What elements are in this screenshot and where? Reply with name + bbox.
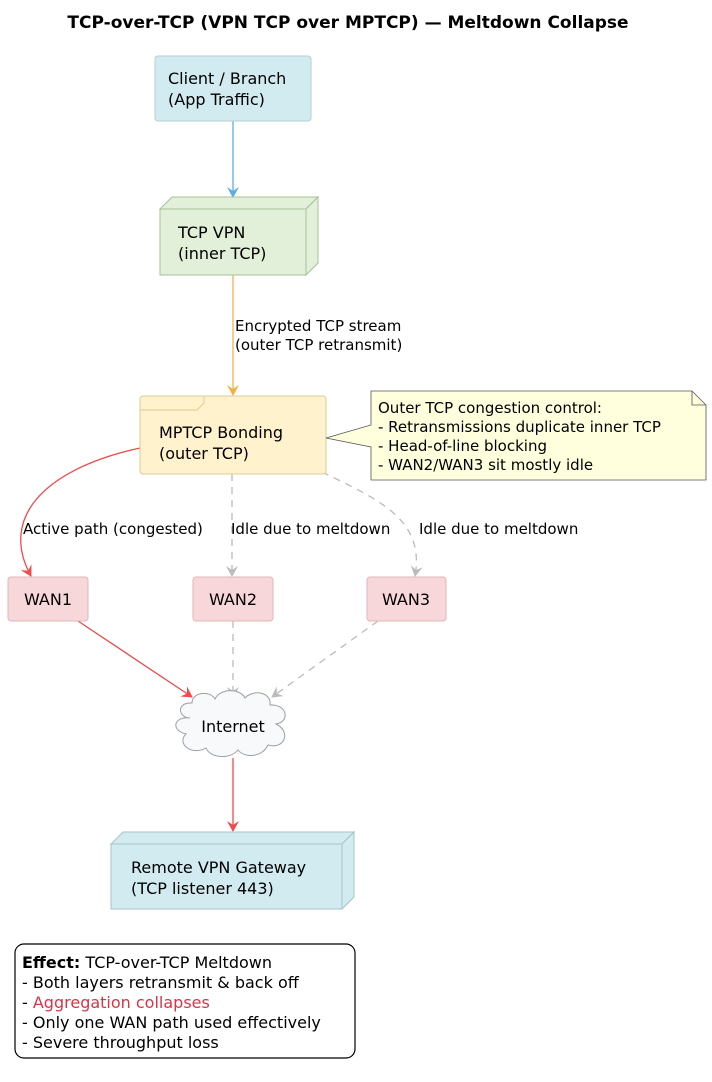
node-gateway-line2: (TCP listener 443) <box>131 879 274 898</box>
effect-heading: Effect: <box>22 953 80 972</box>
node-internet: Internet <box>175 690 286 757</box>
note-outer-tcp: Outer TCP congestion control: - Retransm… <box>325 390 707 481</box>
edge-label-idle-wan2: Idle due to meltdown <box>231 520 390 538</box>
node-wan1-label: WAN1 <box>24 590 72 609</box>
node-wan3: WAN3 <box>366 576 447 622</box>
effect-heading-rest: TCP-over-TCP Meltdown <box>80 953 272 972</box>
node-wan2: WAN2 <box>192 576 274 622</box>
node-client-line1: Client / Branch <box>168 69 286 88</box>
effect-line-2: - Both layers retransmit & back off <box>22 973 300 992</box>
node-wan3-label: WAN3 <box>382 590 430 609</box>
edge-label-encrypted-line2: (outer TCP retransmit) <box>235 336 402 354</box>
effect-line-3: - Aggregation collapses <box>22 993 210 1012</box>
diagram-title: TCP-over-TCP (VPN TCP over MPTCP) — Melt… <box>67 13 628 33</box>
effect-legend: Effect: TCP-over-TCP Meltdown - Both lay… <box>14 943 356 1059</box>
effect-line-1: Effect: TCP-over-TCP Meltdown <box>22 953 272 972</box>
node-gateway-line1: Remote VPN Gateway <box>131 858 306 877</box>
node-tcp-vpn: TCP VPN (inner TCP) <box>158 195 320 277</box>
effect-line-5: - Severe throughput loss <box>22 1033 219 1052</box>
effect-line-4: - Only one WAN path used effectively <box>22 1013 321 1032</box>
node-client: Client / Branch (App Traffic) <box>154 55 312 122</box>
node-tcp-vpn-line1: TCP VPN <box>177 223 245 242</box>
note-line-1: Outer TCP congestion control: <box>378 399 602 417</box>
node-client-line2: (App Traffic) <box>168 90 265 109</box>
node-wan1: WAN1 <box>7 576 89 622</box>
node-mptcp-line1: MPTCP Bonding <box>159 423 283 442</box>
edge-label-idle-wan3: Idle due to meltdown <box>419 520 578 538</box>
effect-line-3-prefix: - <box>22 993 33 1012</box>
edge-wan1-to-internet <box>77 620 193 698</box>
edge-label-active-path: Active path (congested) <box>23 520 203 538</box>
edge-mptcp-to-wan3 <box>321 471 423 577</box>
node-tcp-vpn-line2: (inner TCP) <box>178 244 266 263</box>
edge-label-encrypted-line1: Encrypted TCP stream <box>235 317 401 335</box>
node-mptcp: MPTCP Bonding (outer TCP) <box>139 395 327 475</box>
edges <box>20 121 423 832</box>
node-internet-label: Internet <box>201 717 265 736</box>
effect-highlight: Aggregation collapses <box>33 993 210 1012</box>
note-line-2: - Retransmissions duplicate inner TCP <box>378 418 661 436</box>
node-remote-gateway: Remote VPN Gateway (TCP listener 443) <box>109 830 356 911</box>
node-wan2-label: WAN2 <box>209 590 257 609</box>
note-line-4: - WAN2/WAN3 sit mostly idle <box>378 456 593 474</box>
edge-mptcp-to-wan1 <box>20 447 141 577</box>
node-mptcp-line2: (outer TCP) <box>159 444 249 463</box>
note-line-3: - Head-of-line blocking <box>378 437 547 455</box>
edge-wan3-to-internet <box>271 620 379 698</box>
